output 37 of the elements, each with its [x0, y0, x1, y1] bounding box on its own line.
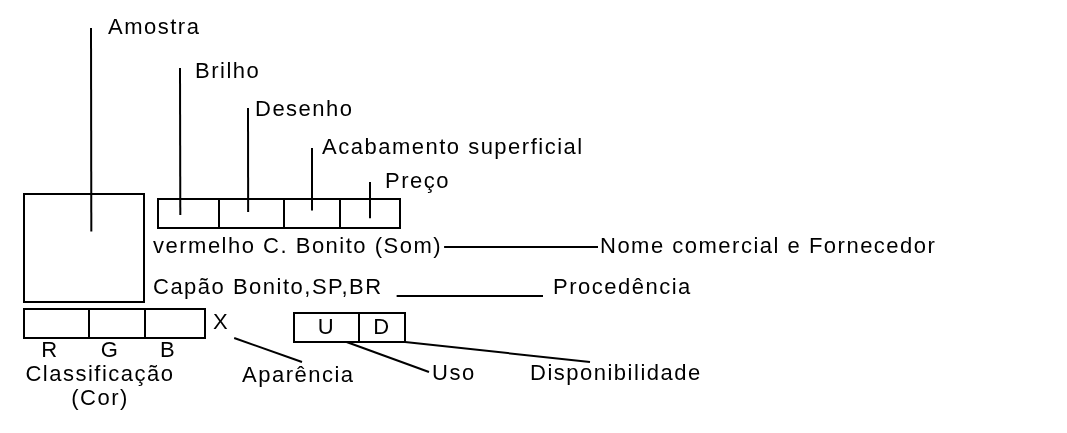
field-cell — [283, 198, 341, 229]
part-label: Brilho — [180, 58, 261, 84]
part-label: Amostra — [91, 14, 201, 40]
color-cell — [88, 308, 146, 339]
channel-label: R — [40, 338, 60, 362]
leader-line — [369, 181, 371, 220]
part-label: Procedência — [553, 274, 692, 300]
leader-line — [179, 67, 182, 217]
leader-line — [247, 107, 250, 213]
leader-line — [90, 27, 93, 233]
sample-box — [23, 193, 145, 303]
part-label: Disponibilidade — [530, 360, 702, 386]
leader-line — [443, 246, 599, 248]
part-label: Desenho — [248, 96, 354, 122]
color-cell — [144, 308, 206, 339]
leader-line — [345, 341, 430, 373]
field-cell — [218, 198, 285, 229]
leader-line — [395, 295, 544, 297]
classification-label: Classificação (Cor) — [24, 362, 176, 410]
part-label: Uso — [432, 360, 476, 386]
field-value: Capão Bonito,SP,BR — [153, 274, 383, 300]
field-cell: D — [358, 312, 406, 343]
field-cell — [339, 198, 401, 229]
leader-line — [233, 337, 303, 363]
field-cell — [157, 198, 220, 229]
leader-line — [404, 341, 591, 363]
channel-label: G — [99, 338, 121, 362]
channel-label: B — [158, 338, 178, 362]
color-cell — [23, 308, 90, 339]
part-label: Nome comercial e Fornecedor — [600, 233, 937, 259]
part-label: Preço — [370, 168, 450, 194]
symbol-label: X — [213, 309, 230, 335]
leader-line — [311, 147, 313, 212]
part-label: Acabamento superficial — [312, 134, 584, 160]
field-value: vermelho C. Bonito (Som) — [153, 233, 443, 259]
field-cell: U — [293, 312, 360, 343]
part-label: Aparência — [242, 362, 355, 388]
